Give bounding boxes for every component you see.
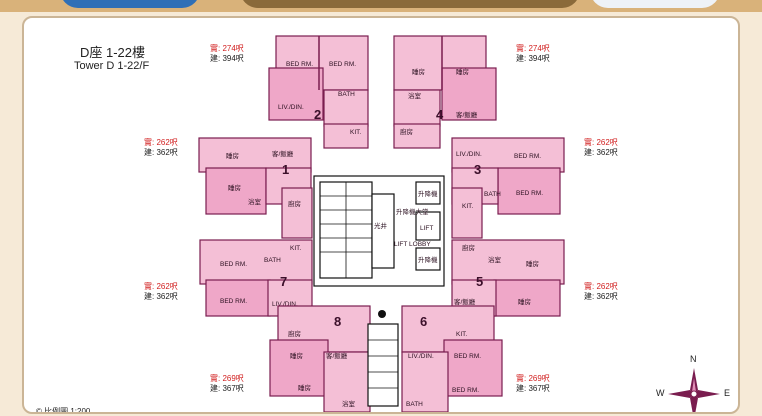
lift-cn-label-2: 升降機 bbox=[418, 255, 438, 264]
lightwell-label: 光井 bbox=[374, 221, 388, 230]
unit-4-liv: 客/飯廳 bbox=[456, 110, 478, 119]
unit-8-liv: 客/飯廳 bbox=[326, 351, 348, 360]
unit-1-kit: 廚房 bbox=[288, 199, 301, 208]
lift-lobby-cn-label: 升降機大堂 bbox=[396, 207, 429, 216]
unit-1-area: 實: 262呎 建: 362呎 bbox=[144, 138, 178, 157]
unit-7-number: 7 bbox=[280, 274, 287, 289]
unit-8-bed2: 睡房 bbox=[298, 383, 311, 392]
unit-4-kit: 廚房 bbox=[400, 127, 413, 136]
unit-8-kit: 廚房 bbox=[288, 329, 301, 338]
unit-5-bed1: 睡房 bbox=[526, 259, 539, 268]
unit-5: 5 睡房 睡房 客/飯廳 浴室 廚房 bbox=[451, 239, 565, 317]
unit-7-bed2: BED RM. bbox=[220, 298, 247, 305]
unit-4-bed2: 睡房 bbox=[456, 67, 469, 76]
unit-6: 6 BED RM. BED RM. LIV./DIN. BATH KIT. bbox=[401, 305, 503, 412]
unit-4: 4 睡房 睡房 客/飯廳 浴室 廚房 bbox=[393, 35, 497, 149]
unit-5-area: 實: 262呎 建: 362呎 bbox=[584, 282, 618, 301]
unit-5-number: 5 bbox=[476, 274, 483, 289]
unit-1-bed2: 睡房 bbox=[228, 183, 241, 192]
unit-2: 2 BED RM. BED RM. LIV./DIN. BATH KIT. bbox=[268, 35, 369, 149]
unit-4-area: 實: 274呎 建: 394呎 bbox=[516, 44, 550, 63]
header-tab-left bbox=[60, 0, 200, 8]
unit-1-bed1: 睡房 bbox=[226, 151, 239, 160]
unit-6-bed2: BED RM. bbox=[452, 387, 479, 394]
compass-w: W bbox=[656, 388, 665, 398]
unit-1-number: 1 bbox=[282, 162, 289, 177]
unit-6-bath: BATH bbox=[406, 401, 423, 408]
unit-8-bed1: 睡房 bbox=[290, 351, 303, 360]
pipe-marker bbox=[378, 310, 386, 318]
compass-e: E bbox=[724, 388, 731, 398]
unit-5-bed2: 睡房 bbox=[518, 297, 531, 306]
compass-n: N bbox=[690, 354, 697, 364]
unit-5-bath: 浴室 bbox=[488, 255, 502, 264]
tower-title-en: Tower D 1-22/F bbox=[74, 60, 150, 72]
unit-6-liv: LIV./DIN. bbox=[408, 353, 434, 360]
unit-1: 1 睡房 睡房 客/飯廳 浴室 廚房 bbox=[198, 137, 313, 239]
unit-2-bed2: BED RM. bbox=[329, 61, 356, 68]
top-header-bar bbox=[0, 0, 762, 12]
unit-6-area: 實: 269呎 建: 367呎 bbox=[516, 374, 550, 393]
unit-7-liv: LIV./DIN. bbox=[272, 301, 298, 308]
unit-4-number: 4 bbox=[436, 107, 444, 122]
unit-3-bath: BATH bbox=[484, 191, 501, 198]
header-tab-right bbox=[590, 0, 720, 8]
unit-7-bath: BATH bbox=[264, 257, 281, 264]
building-core: 光井 LIFT LIFT LOBBY 升降機大堂 升降機 升降機 bbox=[313, 175, 445, 407]
tower-title-cn: D座 1-22樓 bbox=[80, 45, 146, 60]
unit-1-liv: 客/飯廳 bbox=[272, 149, 294, 158]
unit-4-bed1: 睡房 bbox=[412, 67, 425, 76]
unit-6-bed1: BED RM. bbox=[454, 353, 481, 360]
unit-3-number: 3 bbox=[474, 162, 481, 177]
floor-plan-card: D座 1-22樓 Tower D 1-22/F .rm { fill:#f4bf… bbox=[22, 16, 740, 414]
unit-2-kit: KIT. bbox=[350, 129, 361, 136]
unit-5-liv: 客/飯廳 bbox=[454, 297, 476, 306]
unit-8-number: 8 bbox=[334, 314, 341, 329]
unit-2-bath: BATH bbox=[338, 91, 355, 98]
unit-3-liv: LIV./DIN. bbox=[456, 151, 482, 158]
unit-6-number: 6 bbox=[420, 314, 427, 329]
lift-label: LIFT bbox=[420, 225, 433, 232]
unit-8-area: 實: 269呎 建: 367呎 bbox=[210, 374, 244, 393]
floor-plan: .rm { fill:#f4bfd6; stroke:#7a1d4f; stro… bbox=[198, 35, 565, 412]
unit-7-bed1: BED RM. bbox=[220, 261, 247, 268]
unit-5-kit: 廚房 bbox=[462, 243, 475, 252]
unit-7-area: 實: 262呎 建: 362呎 bbox=[144, 282, 178, 301]
unit-3-area: 實: 262呎 建: 362呎 bbox=[584, 138, 618, 157]
unit-6-kit: KIT. bbox=[456, 331, 467, 338]
compass-rose: N S W E bbox=[656, 354, 730, 412]
unit-3-kit: KIT. bbox=[462, 203, 473, 210]
unit-2-number: 2 bbox=[314, 107, 321, 122]
lift-lobby-label: LIFT LOBBY bbox=[394, 241, 431, 248]
unit-2-bed1: BED RM. bbox=[286, 61, 313, 68]
footnote-scale: © 比例圖 1:200 bbox=[36, 407, 91, 414]
unit-3-bed1: BED RM. bbox=[514, 153, 541, 160]
unit-1-bath: 浴室 bbox=[248, 197, 262, 206]
unit-2-liv: LIV./DIN. bbox=[278, 104, 304, 111]
compass-star-icon bbox=[668, 368, 720, 412]
header-tab-middle bbox=[240, 0, 580, 8]
unit-7: 7 BED RM. BED RM. LIV./DIN. BATH KIT. bbox=[199, 239, 313, 317]
unit-4-bath: 浴室 bbox=[408, 91, 422, 100]
unit-8-bath: 浴室 bbox=[342, 399, 356, 408]
unit-3-bed2: BED RM. bbox=[516, 190, 543, 197]
unit-2-area: 實: 274呎 建: 394呎 bbox=[210, 44, 244, 63]
unit-3: 3 BED RM. BED RM. LIV./DIN. BATH KIT. bbox=[451, 137, 565, 239]
lift-cn-label-1: 升降機 bbox=[418, 189, 438, 198]
unit-7-kit: KIT. bbox=[290, 245, 301, 252]
unit-8: 8 睡房 睡房 客/飯廳 浴室 廚房 bbox=[269, 305, 371, 412]
